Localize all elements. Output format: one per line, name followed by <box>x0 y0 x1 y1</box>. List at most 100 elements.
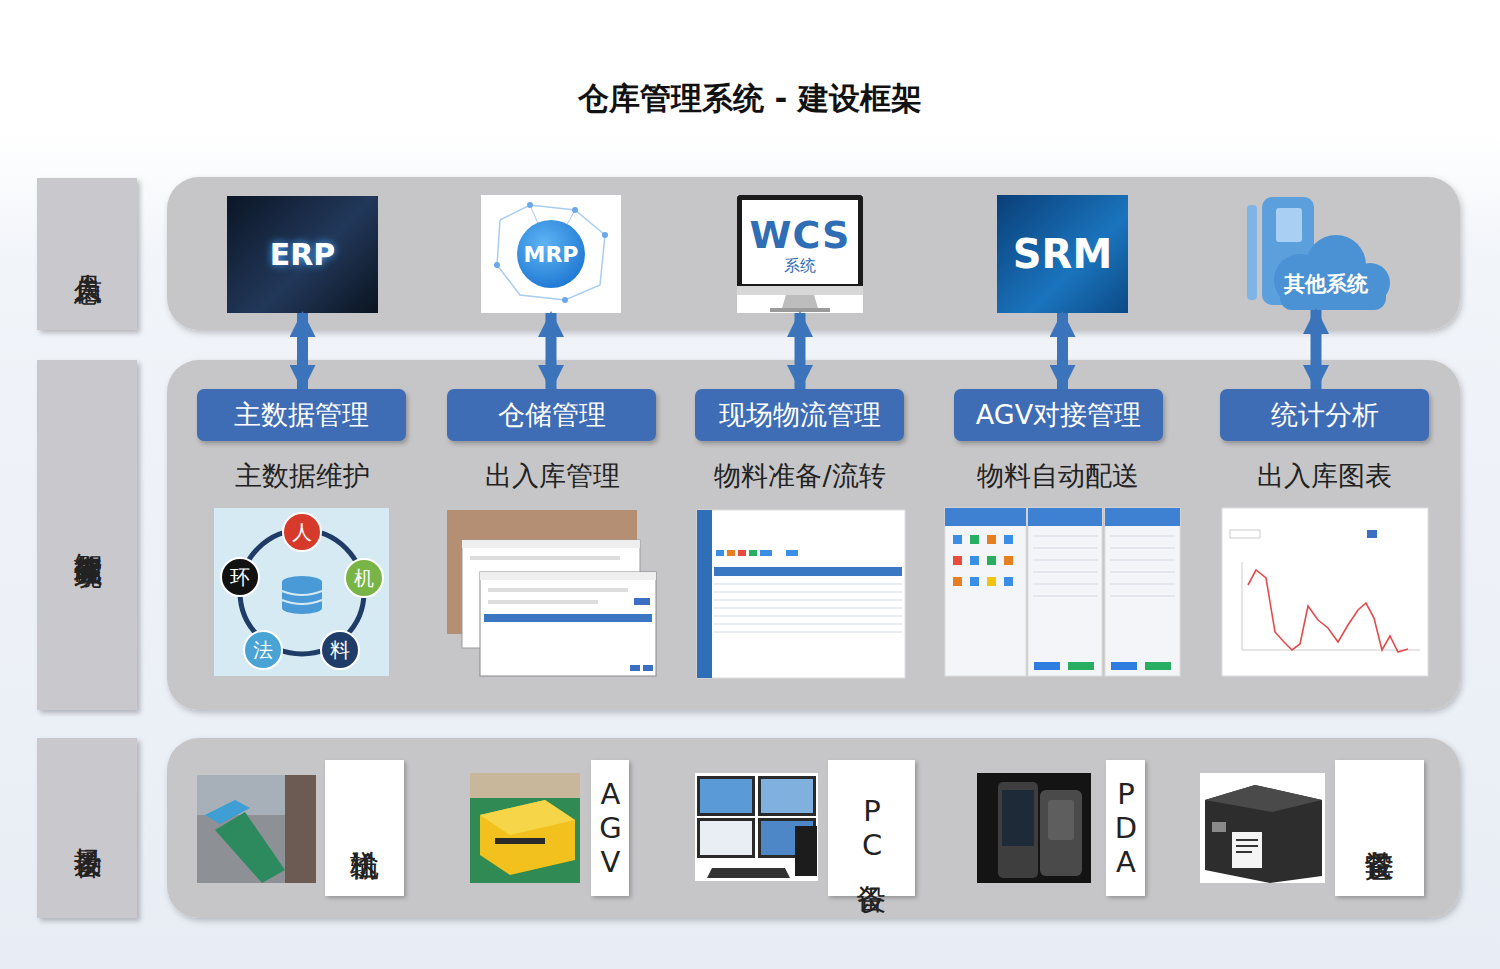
agv-screenshot-part <box>945 508 1026 526</box>
agv-screenshot-part <box>987 556 996 565</box>
agv-screenshot-part <box>953 535 962 544</box>
module-caption: 出入库图表 <box>1204 458 1444 494</box>
printer-photo-part <box>1236 840 1258 852</box>
node-text: 现场物流管理 <box>719 397 881 433</box>
diagram-title: 仓库管理系统 - 建设框架 <box>0 74 1500 122</box>
logistics-screenshot <box>697 510 905 678</box>
node-text: 仓储管理 <box>498 397 606 433</box>
system-tile: ERP <box>227 196 378 313</box>
agv-screenshot-part <box>945 508 1026 676</box>
pc-photo-part <box>758 776 816 816</box>
system-tile: SRM <box>997 195 1128 313</box>
module-box: AGV对接管理 <box>954 389 1163 441</box>
logistics-screenshot-part <box>738 550 746 556</box>
inout-screenshot-part <box>470 556 620 560</box>
agv-photo-part <box>470 773 580 883</box>
other-system-icon-part <box>1276 208 1302 242</box>
node-text: 人员信息 <box>72 252 102 256</box>
node-text: WCS <box>750 215 851 257</box>
pc-photo-part <box>697 818 755 858</box>
system-tile: WCS系统 <box>737 195 863 313</box>
node-text: 系统 <box>784 257 816 275</box>
inout-screenshot-part <box>488 588 628 592</box>
agv-photo-part <box>480 800 575 875</box>
rmlfe-illustration-part <box>282 591 322 604</box>
conveyor-photo-part <box>197 775 316 883</box>
agv-screenshot-part <box>953 577 962 586</box>
agv-photo-part <box>495 838 545 844</box>
logistics-screenshot-part <box>714 584 902 632</box>
node-text: AGV <box>595 777 626 879</box>
pc-photo-part <box>795 826 817 876</box>
agv-screenshot-part <box>1111 662 1137 670</box>
agv-screenshot-part <box>970 535 979 544</box>
pc-photo-part <box>761 779 813 813</box>
system-tile: 其他系统 <box>1242 197 1390 310</box>
agv-screenshot-part <box>1033 536 1098 596</box>
wcs-monitor-part <box>782 295 818 308</box>
pc-photo-part <box>707 868 790 878</box>
double-arrow <box>297 313 308 389</box>
node-text: MRP <box>524 242 579 267</box>
logistics-screenshot-part <box>697 510 905 678</box>
double-arrow <box>1057 313 1068 389</box>
agv-screenshot-part <box>1105 508 1180 676</box>
layer-panel-part <box>167 738 1460 918</box>
wcs-monitor-part <box>737 195 863 295</box>
agv-screenshot-part <box>987 577 996 586</box>
agv-screenshot-part <box>970 556 979 565</box>
printer-photo-part <box>1232 832 1262 868</box>
mrp-logo-part <box>481 195 621 313</box>
device-card: AGV <box>591 760 629 896</box>
device-card: PC设备 <box>828 760 915 896</box>
chart-screenshot-part <box>1222 508 1428 676</box>
agv-screenshot-part <box>1004 556 1013 565</box>
inout-screenshot-part <box>480 572 656 580</box>
agv-screenshot-part <box>1034 662 1060 670</box>
module-box: 统计分析 <box>1220 389 1429 441</box>
page-background <box>0 135 1500 969</box>
agv-screenshot-part <box>1145 662 1171 670</box>
layer-label: 智能仓储管理系统 <box>37 360 137 710</box>
printer-photo-part <box>1200 773 1325 883</box>
pc-photo-part <box>700 821 752 855</box>
factor-circle: 人 <box>282 512 322 552</box>
logistics-screenshot-part <box>697 510 712 678</box>
agv-screenshot-part <box>1110 536 1175 596</box>
wcs-monitor <box>737 195 863 313</box>
layer-panel-part <box>167 177 1460 330</box>
mrp-logo-part <box>602 232 608 238</box>
factor-circle: 机 <box>344 558 384 598</box>
mrp-logo-part <box>562 297 568 303</box>
logistics-screenshot-part <box>786 550 798 556</box>
wcs-monitor-part <box>737 286 863 295</box>
node-text: 场景设备 <box>72 826 102 830</box>
pda-photo-part <box>1048 800 1074 840</box>
node-text: 机 <box>354 565 374 592</box>
node-text: PC设备 <box>856 794 887 862</box>
inout-screenshot-part <box>643 665 653 671</box>
double-arrow <box>546 313 557 389</box>
logistics-screenshot-part <box>760 550 772 556</box>
module-box: 仓储管理 <box>447 389 656 441</box>
node-text: 统计分析 <box>1271 397 1379 433</box>
printer-photo-part <box>1205 785 1322 883</box>
logistics-screenshot-part <box>749 550 757 556</box>
agv-screenshot-part <box>1004 577 1013 586</box>
pc-photo-part <box>700 779 752 813</box>
chart-screenshot <box>1222 508 1428 676</box>
agv-photo <box>470 773 580 883</box>
erp-decor <box>227 196 378 313</box>
double-arrow <box>795 313 806 389</box>
layer-panel <box>167 177 1460 918</box>
mrp-logo-part <box>517 220 585 288</box>
agv-screenshot-part <box>987 535 996 544</box>
chart-screenshot-part <box>1242 562 1420 650</box>
agv-photo-part <box>470 773 580 798</box>
wcs-monitor-part <box>737 195 863 313</box>
conveyor-photo-part <box>215 812 285 883</box>
inout-screenshot-part <box>480 572 656 676</box>
rmlfe-illustration-part <box>214 508 389 676</box>
factor-circle: 法 <box>243 630 283 670</box>
agv-photo-part <box>480 800 575 835</box>
